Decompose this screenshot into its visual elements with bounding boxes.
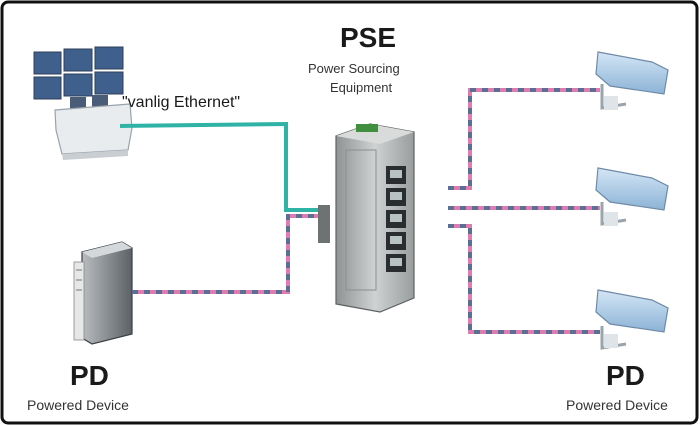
security-camera-icon bbox=[595, 51, 669, 110]
monitor-wall-icon bbox=[33, 46, 124, 100]
ethernet-cable bbox=[119, 121, 318, 212]
pd-right-subtitle: Powered Device bbox=[566, 397, 668, 413]
network-switch-icon bbox=[318, 123, 415, 313]
server-icon bbox=[73, 241, 133, 345]
pd-left-title: PD bbox=[70, 360, 109, 391]
poe-cable-camera-top bbox=[448, 88, 600, 190]
poe-cable-server bbox=[132, 214, 318, 294]
pse-title: PSE bbox=[340, 22, 397, 53]
ethernet-link-label: "vanlig Ethernet" bbox=[122, 94, 241, 111]
pse-subtitle-line2: Equipment bbox=[330, 80, 393, 95]
security-camera-icon bbox=[595, 167, 669, 226]
poe-cable-camera-bottom bbox=[448, 224, 600, 334]
security-camera-icon bbox=[595, 289, 669, 350]
pse-subtitle-line1: Power Sourcing bbox=[308, 61, 400, 76]
pd-left-subtitle: Powered Device bbox=[27, 397, 129, 413]
pd-right-title: PD bbox=[606, 360, 645, 391]
workstation-desk-icon bbox=[54, 95, 133, 160]
